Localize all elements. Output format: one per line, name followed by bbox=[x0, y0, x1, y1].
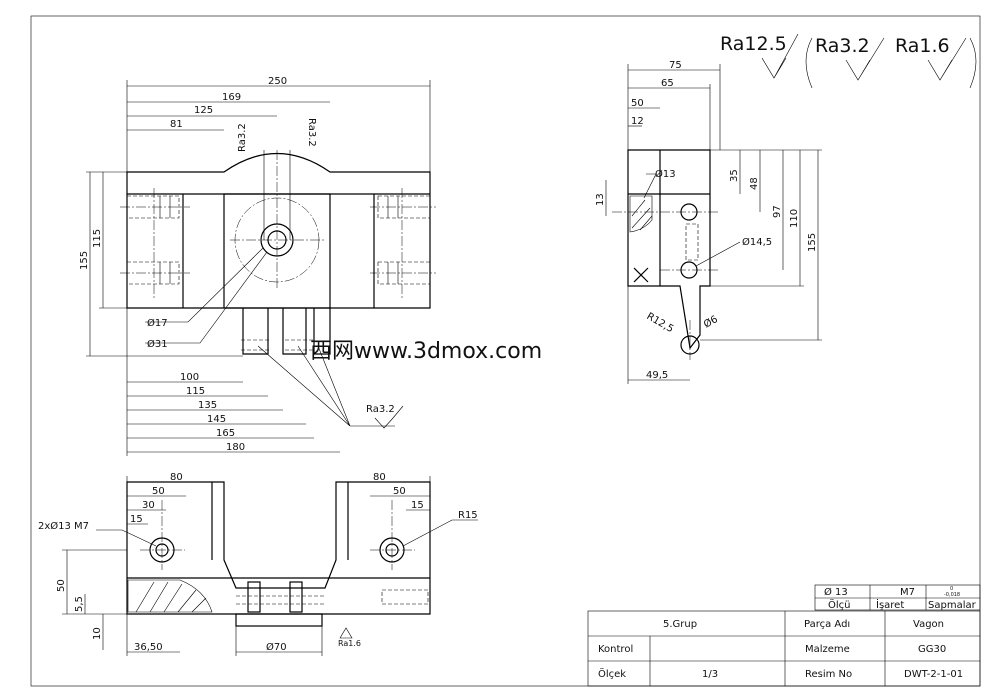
side-dim-49-5: 49,5 bbox=[646, 370, 668, 381]
bottom-dim-36-50: 36,50 bbox=[134, 642, 163, 653]
bottom-section-hatch bbox=[127, 579, 213, 613]
tol-label-size: Ölçü bbox=[828, 598, 851, 611]
surface-roughness-legend: Ra12.5 Ra3.2 Ra1.6 bbox=[720, 33, 977, 89]
side-view: 75 65 50 12 35 48 97 110 155 13 Ø13 Ø14,… bbox=[595, 60, 822, 384]
side-phi14-5: Ø14,5 bbox=[742, 236, 772, 248]
dim-115: 115 bbox=[92, 229, 103, 248]
tol-fit: M7 bbox=[900, 587, 915, 598]
bottom-dim-50-left: 50 bbox=[152, 486, 165, 497]
bottom-outline bbox=[126, 481, 431, 615]
bracket-right bbox=[969, 37, 977, 89]
front-view: 250 169 125 81 155 115 Ra3.2 Ra3.2 Ø17 Ø… bbox=[79, 76, 436, 456]
roughness-alt1: Ra3.2 bbox=[815, 35, 870, 57]
dim-100: 100 bbox=[180, 372, 199, 383]
bottom-dim-80-right: 80 bbox=[373, 472, 386, 483]
dim-155: 155 bbox=[79, 251, 90, 270]
tb-part-name-label: Parça Adı bbox=[804, 619, 850, 630]
dim-81: 81 bbox=[170, 119, 183, 130]
tol-label-dev: Sapmalar bbox=[928, 600, 977, 611]
bottom-view: 80 50 30 15 80 50 15 2xØ13 M7 R15 50 5,5… bbox=[38, 472, 478, 656]
watermark: 西网www.3dmox.com bbox=[310, 339, 542, 364]
tb-scale-label: Ölçek bbox=[598, 667, 626, 680]
ra-right-label: Ra3.2 bbox=[306, 118, 317, 147]
side-dim-65: 65 bbox=[661, 78, 674, 89]
dim-125: 125 bbox=[194, 105, 213, 116]
dim-165: 165 bbox=[216, 428, 235, 439]
bottom-dim-15-right: 15 bbox=[411, 500, 424, 511]
tol-size: Ø 13 bbox=[824, 586, 848, 598]
roughness-alt2-symbol bbox=[927, 37, 967, 81]
roughness-alt1-symbol bbox=[845, 37, 885, 81]
bottom-r15-label: R15 bbox=[458, 510, 478, 521]
ra-bottom-label: Ra3.2 bbox=[366, 404, 395, 415]
side-dim-97: 97 bbox=[772, 205, 783, 218]
side-section-hatch bbox=[629, 195, 653, 233]
tb-material-label: Malzeme bbox=[805, 644, 850, 655]
bottom-boss bbox=[235, 613, 323, 627]
bottom-dim-30: 30 bbox=[142, 500, 155, 511]
side-dim-75: 75 bbox=[669, 60, 682, 71]
dim-250: 250 bbox=[268, 76, 287, 87]
tb-material: GG30 bbox=[918, 644, 946, 655]
side-dim-110: 110 bbox=[789, 209, 800, 228]
phi17-label: Ø17 bbox=[147, 317, 168, 329]
tb-control-label: Kontrol bbox=[598, 644, 633, 655]
side-dim-50: 50 bbox=[631, 98, 644, 109]
bottom-dim-50-vertical: 50 bbox=[56, 579, 67, 592]
phi31-label: Ø31 bbox=[147, 338, 168, 350]
side-phi13: Ø13 bbox=[655, 168, 676, 180]
tb-drawing-no-label: Resim No bbox=[805, 669, 852, 680]
side-dim-13: 13 bbox=[595, 193, 606, 206]
dim-135: 135 bbox=[198, 400, 217, 411]
bottom-dim-80-left: 80 bbox=[170, 472, 183, 483]
bottom-phi70: Ø70 bbox=[266, 641, 287, 653]
bottom-ra-label: Ra1.6 bbox=[338, 639, 361, 648]
ra-left-label: Ra3.2 bbox=[237, 123, 248, 152]
tb-part-name: Vagon bbox=[913, 619, 944, 630]
roughness-main-symbol bbox=[761, 33, 799, 79]
drawing-frame bbox=[30, 15, 981, 687]
bracket-left bbox=[805, 37, 813, 89]
side-dim-48: 48 bbox=[749, 177, 760, 190]
tol-upper: 0 bbox=[950, 586, 953, 592]
side-phi6: Ø6 bbox=[702, 313, 720, 331]
tol-label-mark: İşaret bbox=[876, 598, 904, 611]
bottom-dim-15-left: 15 bbox=[130, 514, 143, 525]
dim-115b: 115 bbox=[186, 386, 205, 397]
side-outline bbox=[627, 149, 711, 350]
bottom-holes-label: 2xØ13 M7 bbox=[38, 520, 89, 532]
dim-169: 169 bbox=[222, 92, 241, 103]
side-dim-35: 35 bbox=[729, 169, 740, 182]
title-block: 5.Grup Parça Adı Vagon Kontrol Malzeme G… bbox=[587, 610, 981, 687]
tolerance-box: Ø 13 M7 0 -0,018 Ölçü İşaret Sapmalar bbox=[814, 584, 981, 611]
tb-scale: 1/3 bbox=[702, 669, 718, 680]
tol-lower: -0,018 bbox=[944, 592, 960, 598]
bottom-dim-10: 10 bbox=[92, 627, 103, 640]
roughness-main: Ra12.5 bbox=[720, 33, 787, 55]
side-dim-155: 155 bbox=[807, 233, 818, 252]
dim-145: 145 bbox=[207, 414, 226, 425]
bottom-dim-50-right: 50 bbox=[393, 486, 406, 497]
side-r12-5: R12,5 bbox=[645, 311, 676, 335]
tb-group: 5.Grup bbox=[663, 619, 697, 630]
tb-drawing-no: DWT-2-1-01 bbox=[904, 669, 963, 680]
dim-180: 180 bbox=[226, 442, 245, 453]
roughness-alt2: Ra1.6 bbox=[895, 35, 950, 57]
side-dim-12: 12 bbox=[631, 116, 644, 127]
bottom-dim-5-5: 5,5 bbox=[74, 596, 85, 612]
